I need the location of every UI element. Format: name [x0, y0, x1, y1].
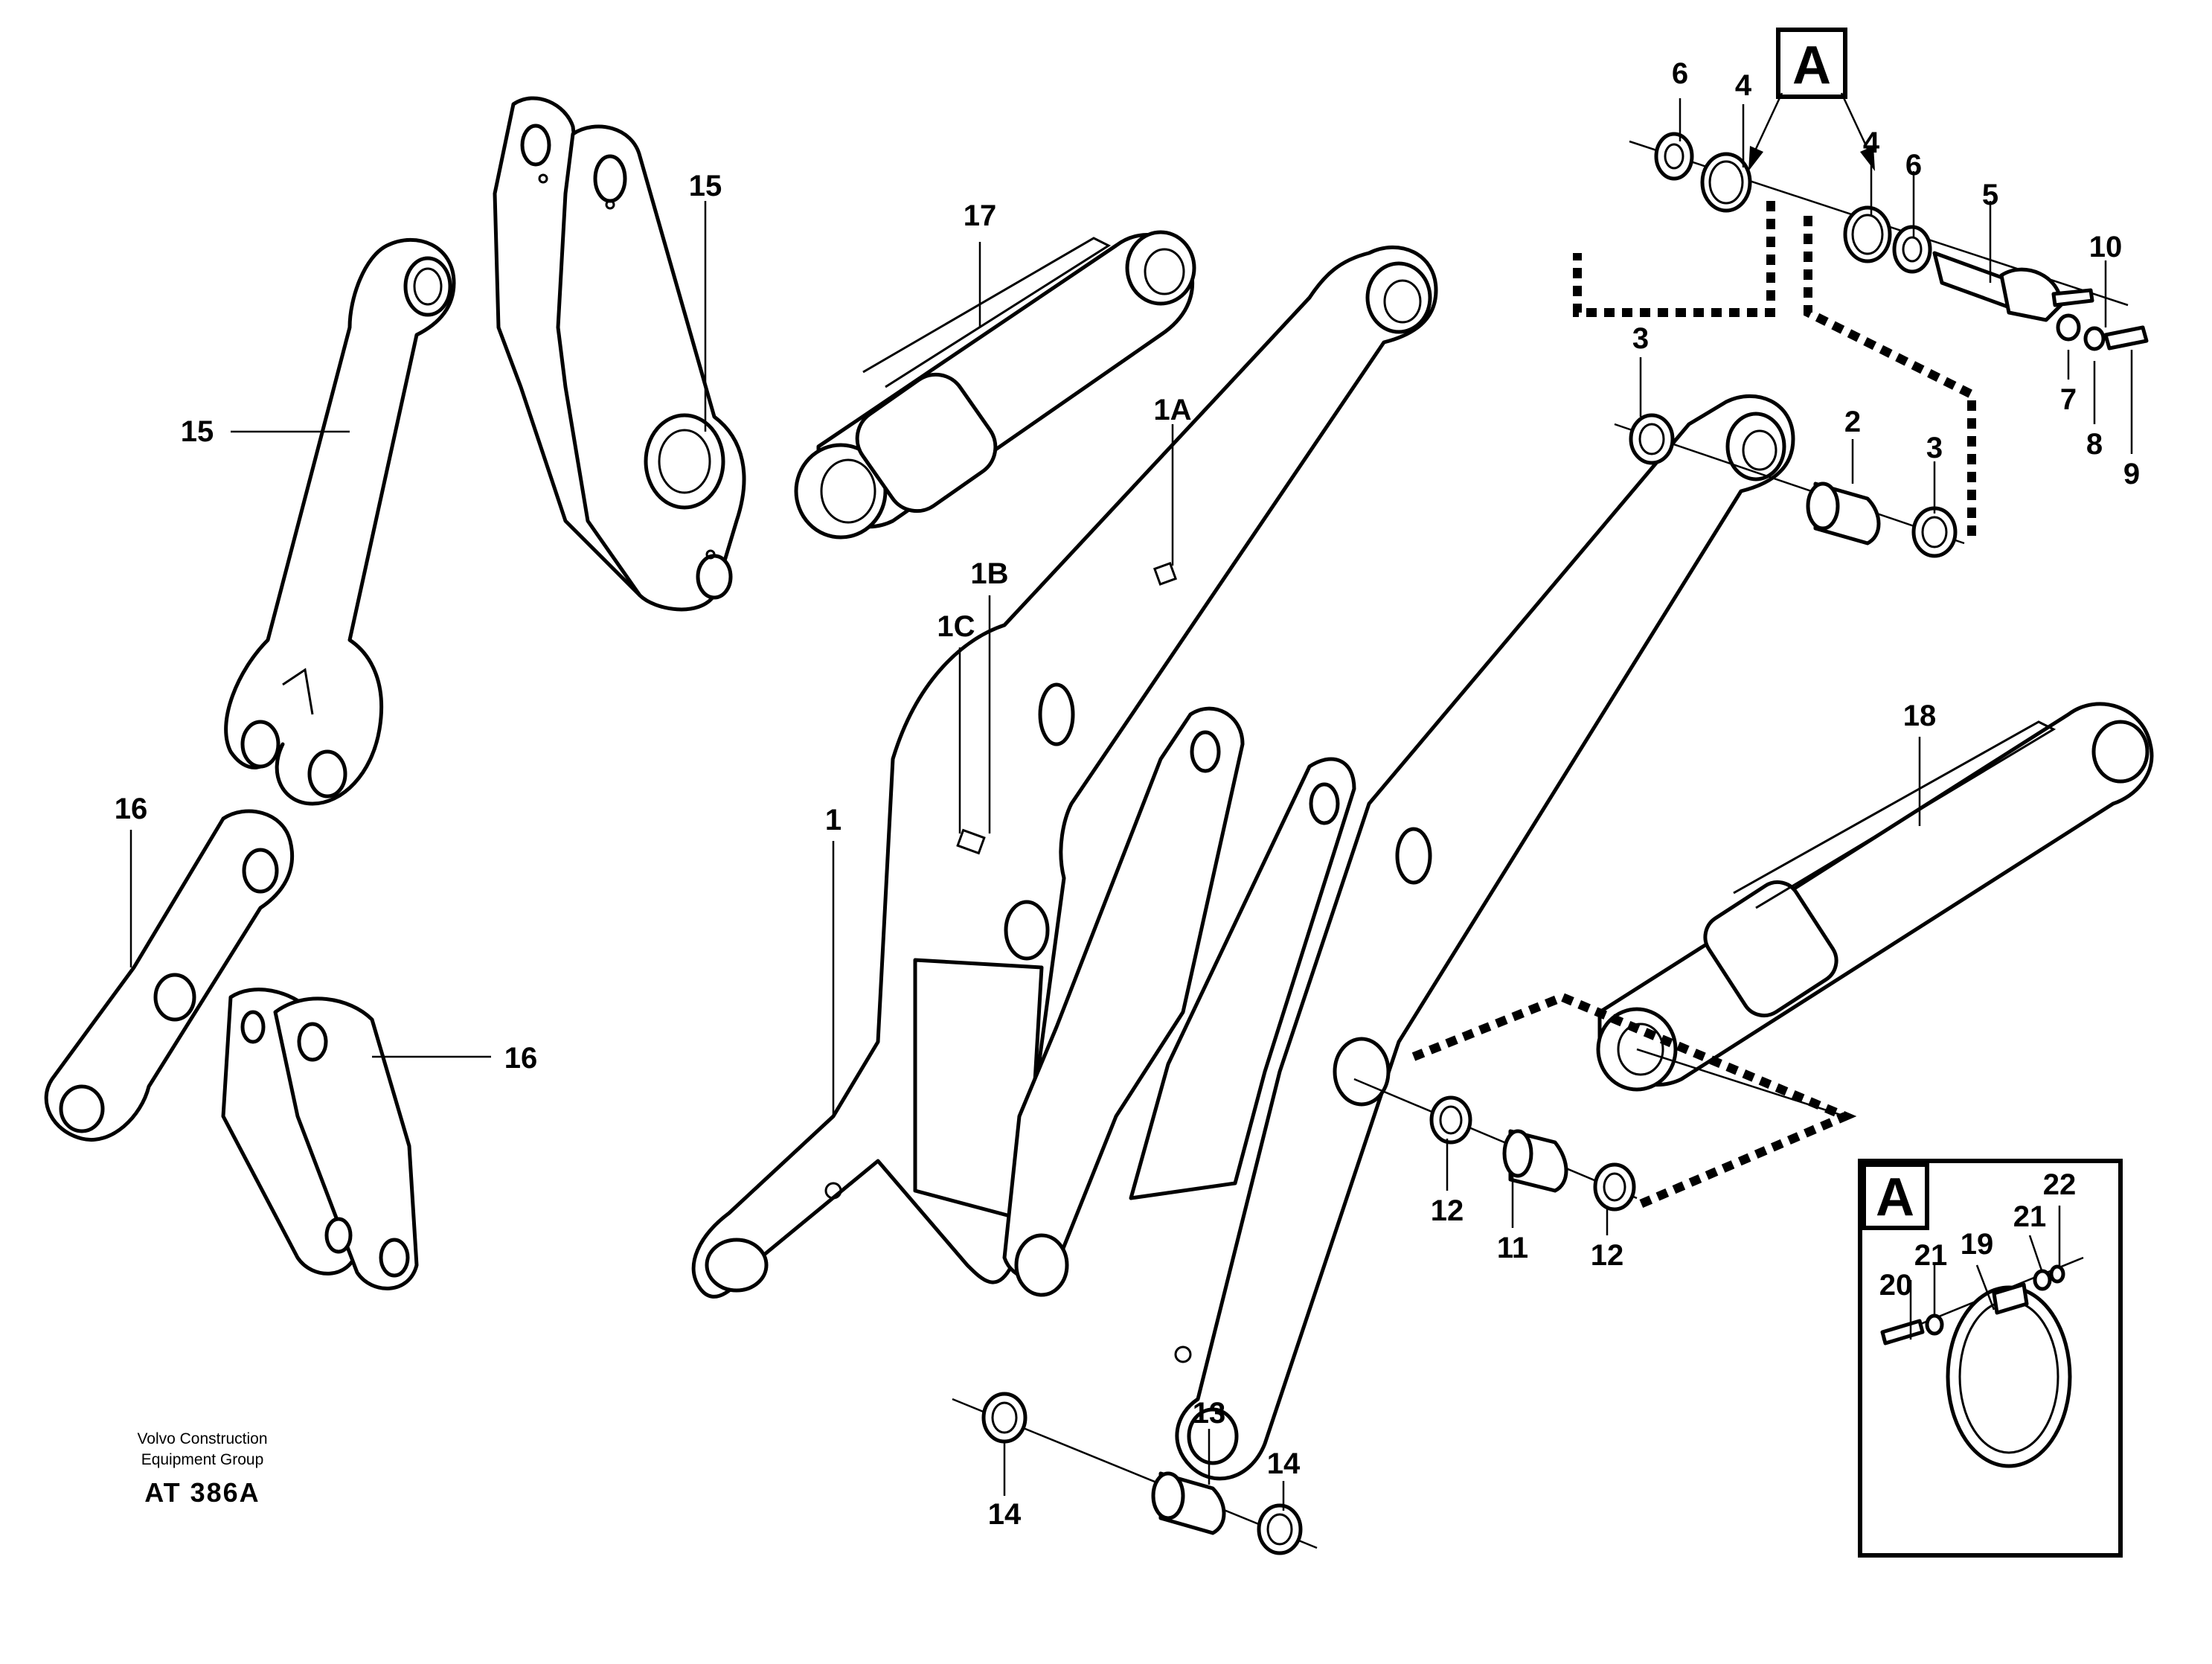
callout-3a: 3: [1632, 322, 1649, 355]
callout-20: 20: [1879, 1269, 1913, 1302]
credit-line-2: Equipment Group: [141, 1451, 264, 1468]
detail-box-a: A: [1858, 1159, 2123, 1558]
callout-4a: 4: [1735, 69, 1752, 102]
callout-1: 1: [825, 804, 841, 836]
callout-19: 19: [1961, 1228, 1994, 1261]
callout-6b: 6: [1905, 149, 1922, 182]
credit-block: Volvo Construction Equipment Group AT 38…: [137, 1430, 267, 1508]
part-16-bracket-pair: [221, 988, 419, 1290]
part-15-link-rod: [224, 237, 456, 806]
part-17-hydraulic-cylinder: [794, 230, 1196, 540]
callout-12a: 12: [1431, 1194, 1464, 1227]
part-1-boom-frame: [691, 245, 1438, 1299]
callout-1B: 1B: [970, 557, 1008, 590]
callout-10: 10: [2089, 231, 2123, 263]
part-18-hydraulic-cylinder: [1596, 702, 2154, 1092]
callout-5: 5: [1982, 179, 1998, 211]
callout-12b: 12: [1591, 1239, 1624, 1272]
callout-11: 11: [1497, 1232, 1528, 1264]
callout-1A: 1A: [1153, 394, 1191, 426]
callout-21b: 21: [2013, 1200, 2047, 1233]
callout-1C: 1C: [937, 610, 975, 643]
callout-3b: 3: [1926, 432, 1943, 464]
boom-inner-links: [1002, 706, 1356, 1297]
callout-9: 9: [2123, 458, 2140, 490]
callout-7: 7: [2060, 383, 2077, 416]
leader-lines: [129, 98, 2133, 1511]
callout-15b: 15: [181, 415, 214, 448]
callout-13: 13: [1193, 1397, 1226, 1430]
callout-labels: 6 4 4 6 5 10 7 8 9 3 2 3 12 11 12 13 14 …: [115, 57, 2140, 1531]
callout-6a: 6: [1672, 57, 1688, 90]
callout-21a: 21: [1914, 1239, 1948, 1272]
part-15-bracket-plates: [493, 96, 746, 612]
callout-16a: 16: [115, 793, 148, 825]
drawing-code: AT 386A: [144, 1477, 260, 1508]
callout-4b: 4: [1863, 127, 1880, 159]
callout-14a: 14: [988, 1498, 1022, 1531]
pin-hardware-group-middle: [1353, 992, 1857, 1212]
callout-15a: 15: [689, 170, 722, 202]
callout-box-a-label: A: [1792, 36, 1831, 95]
callout-8: 8: [2086, 428, 2103, 461]
callout-box-a: A: [1748, 28, 1875, 171]
callout-16b: 16: [504, 1042, 538, 1075]
callout-18: 18: [1903, 700, 1937, 732]
callout-14b: 14: [1267, 1447, 1301, 1480]
pin-hardware-group-top: [1573, 132, 2149, 558]
callout-22: 22: [2043, 1168, 2077, 1201]
detail-box-a-label: A: [1876, 1168, 1914, 1227]
credit-line-1: Volvo Construction: [137, 1430, 267, 1447]
callout-17: 17: [964, 199, 997, 232]
part-16-plate: [44, 809, 295, 1142]
callout-2: 2: [1844, 406, 1861, 438]
